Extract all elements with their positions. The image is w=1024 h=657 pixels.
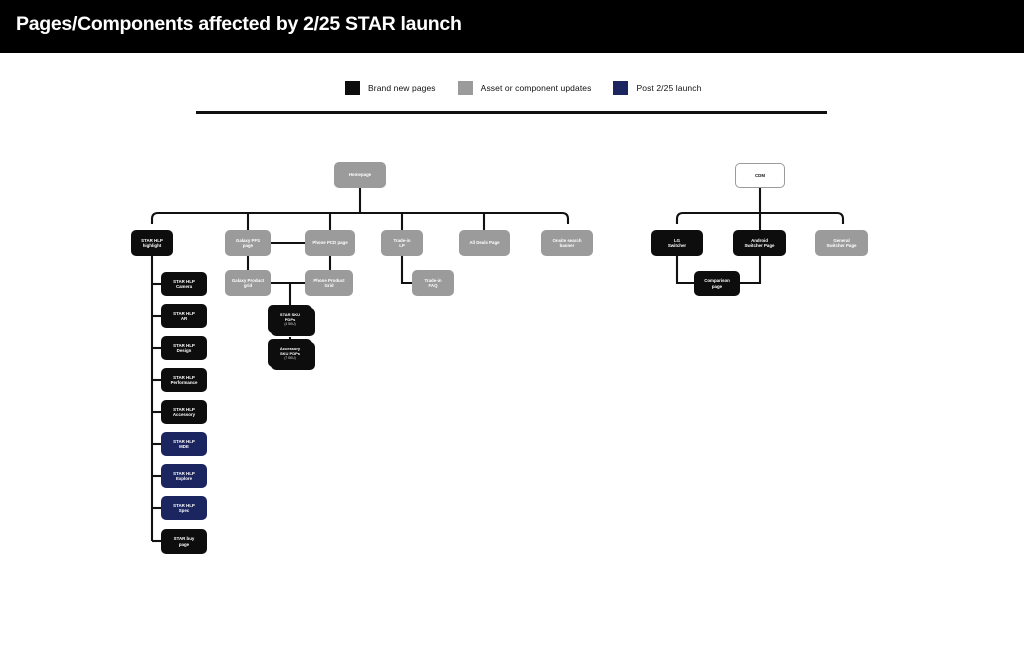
- node-label-secondary: Switcher Page: [826, 243, 857, 248]
- legend-item-post-launch: Post 2/25 launch: [613, 81, 701, 95]
- node-label-primary: Galaxy Product: [231, 277, 265, 283]
- node-label-secondary: PDPs: [284, 317, 296, 322]
- node-label-secondary: Camera: [175, 284, 193, 289]
- legend: Brand new pages Asset or component update…: [345, 81, 723, 95]
- node-label-primary: STAR SKU: [279, 312, 301, 317]
- node-label-primary: LG: [673, 237, 681, 243]
- node-label-secondary: Design: [176, 348, 192, 353]
- node-label-secondary: Spec: [178, 508, 190, 513]
- legend-swatch-asset-update: [457, 81, 473, 95]
- node-label-secondary: page: [178, 541, 190, 547]
- legend-label-brand-new: Brand new pages: [368, 83, 436, 93]
- node-label-secondary: Explore: [175, 476, 193, 481]
- node-label-secondary: FAQ: [428, 283, 438, 288]
- node-label-secondary: Switcher: [667, 243, 687, 248]
- page-title: Pages/Components affected by 2/25 STAR l…: [16, 13, 462, 35]
- legend-item-asset-update: Asset or component updates: [457, 81, 592, 95]
- node-label-primary: STAR HLP: [173, 374, 195, 380]
- node-label-primary: Onsite search: [552, 237, 582, 243]
- node-label-primary: CDM: [755, 172, 765, 178]
- legend-label-asset-update: Asset or component updates: [480, 83, 592, 93]
- node-label-secondary: Accessory: [172, 412, 196, 417]
- node-label-primary: Trade-in: [424, 277, 442, 283]
- node-label-primary: STAR HLP: [173, 310, 195, 316]
- node-label-primary: STAR HLP: [173, 278, 195, 284]
- node-homepage[interactable]: Homepage: [334, 162, 386, 188]
- legend-swatch-post-launch: [613, 81, 629, 95]
- node-label-primary: STAR HLP: [141, 237, 163, 243]
- node-label-primary: All Deals Page: [469, 240, 500, 246]
- legend-label-post-launch: Post 2/25 launch: [636, 83, 702, 93]
- node-label-primary: STAR HLP: [173, 438, 195, 444]
- legend-swatch-brand-new: [345, 81, 360, 95]
- node-label-primary: General: [833, 237, 850, 243]
- node-label-secondary: Performance: [170, 380, 198, 385]
- node-label-primary: Homepage: [348, 172, 372, 178]
- node-label-secondary: AR: [180, 316, 188, 321]
- node-label-primary: Accessory: [279, 346, 301, 351]
- node-label-secondary: Switcher Page: [744, 243, 775, 248]
- node-label-primary: Comparison: [704, 278, 730, 283]
- page-header: Pages/Components affected by 2/25 STAR l…: [0, 0, 1024, 53]
- node-label-primary: STAR HLP: [173, 342, 195, 348]
- section-divider: [196, 111, 827, 114]
- node-label-secondary: highlight: [142, 243, 162, 248]
- node-label-secondary: banner: [559, 243, 575, 248]
- node-label-primary: Trade-in: [393, 237, 411, 243]
- node-label-primary: STAR HLP: [173, 470, 195, 476]
- node-phone-pcd-page[interactable]: Phone PCD page: [305, 230, 355, 256]
- node-label-primary: STAR HLP: [173, 502, 195, 508]
- node-label-primary: Phone PCD page: [312, 240, 348, 246]
- node-label-primary: Android: [751, 237, 768, 243]
- node-label-secondary: LP: [399, 243, 405, 248]
- node-label-secondary: grid: [243, 283, 253, 288]
- node-label-secondary: SKU PDPs: [279, 351, 300, 356]
- node-label-count: (4 SKU): [284, 322, 296, 326]
- node-label-primary: STAR HLP: [173, 406, 195, 412]
- node-label-secondary: MDE: [179, 444, 189, 449]
- node-label-primary: Phone Product: [313, 277, 345, 283]
- node-label-primary: STAR buy: [173, 536, 195, 541]
- legend-item-brand-new: Brand new pages: [345, 81, 436, 95]
- node-label-secondary: page: [242, 243, 254, 248]
- node-label-secondary: page: [711, 283, 723, 289]
- node-cdm[interactable]: CDM: [735, 163, 785, 188]
- node-all-deals-page[interactable]: All Deals Page: [459, 230, 510, 256]
- node-label-primary: Galaxy PFS: [235, 237, 261, 243]
- node-label-secondary: Grid: [324, 283, 334, 288]
- node-label-count: (7 SKU): [284, 356, 296, 360]
